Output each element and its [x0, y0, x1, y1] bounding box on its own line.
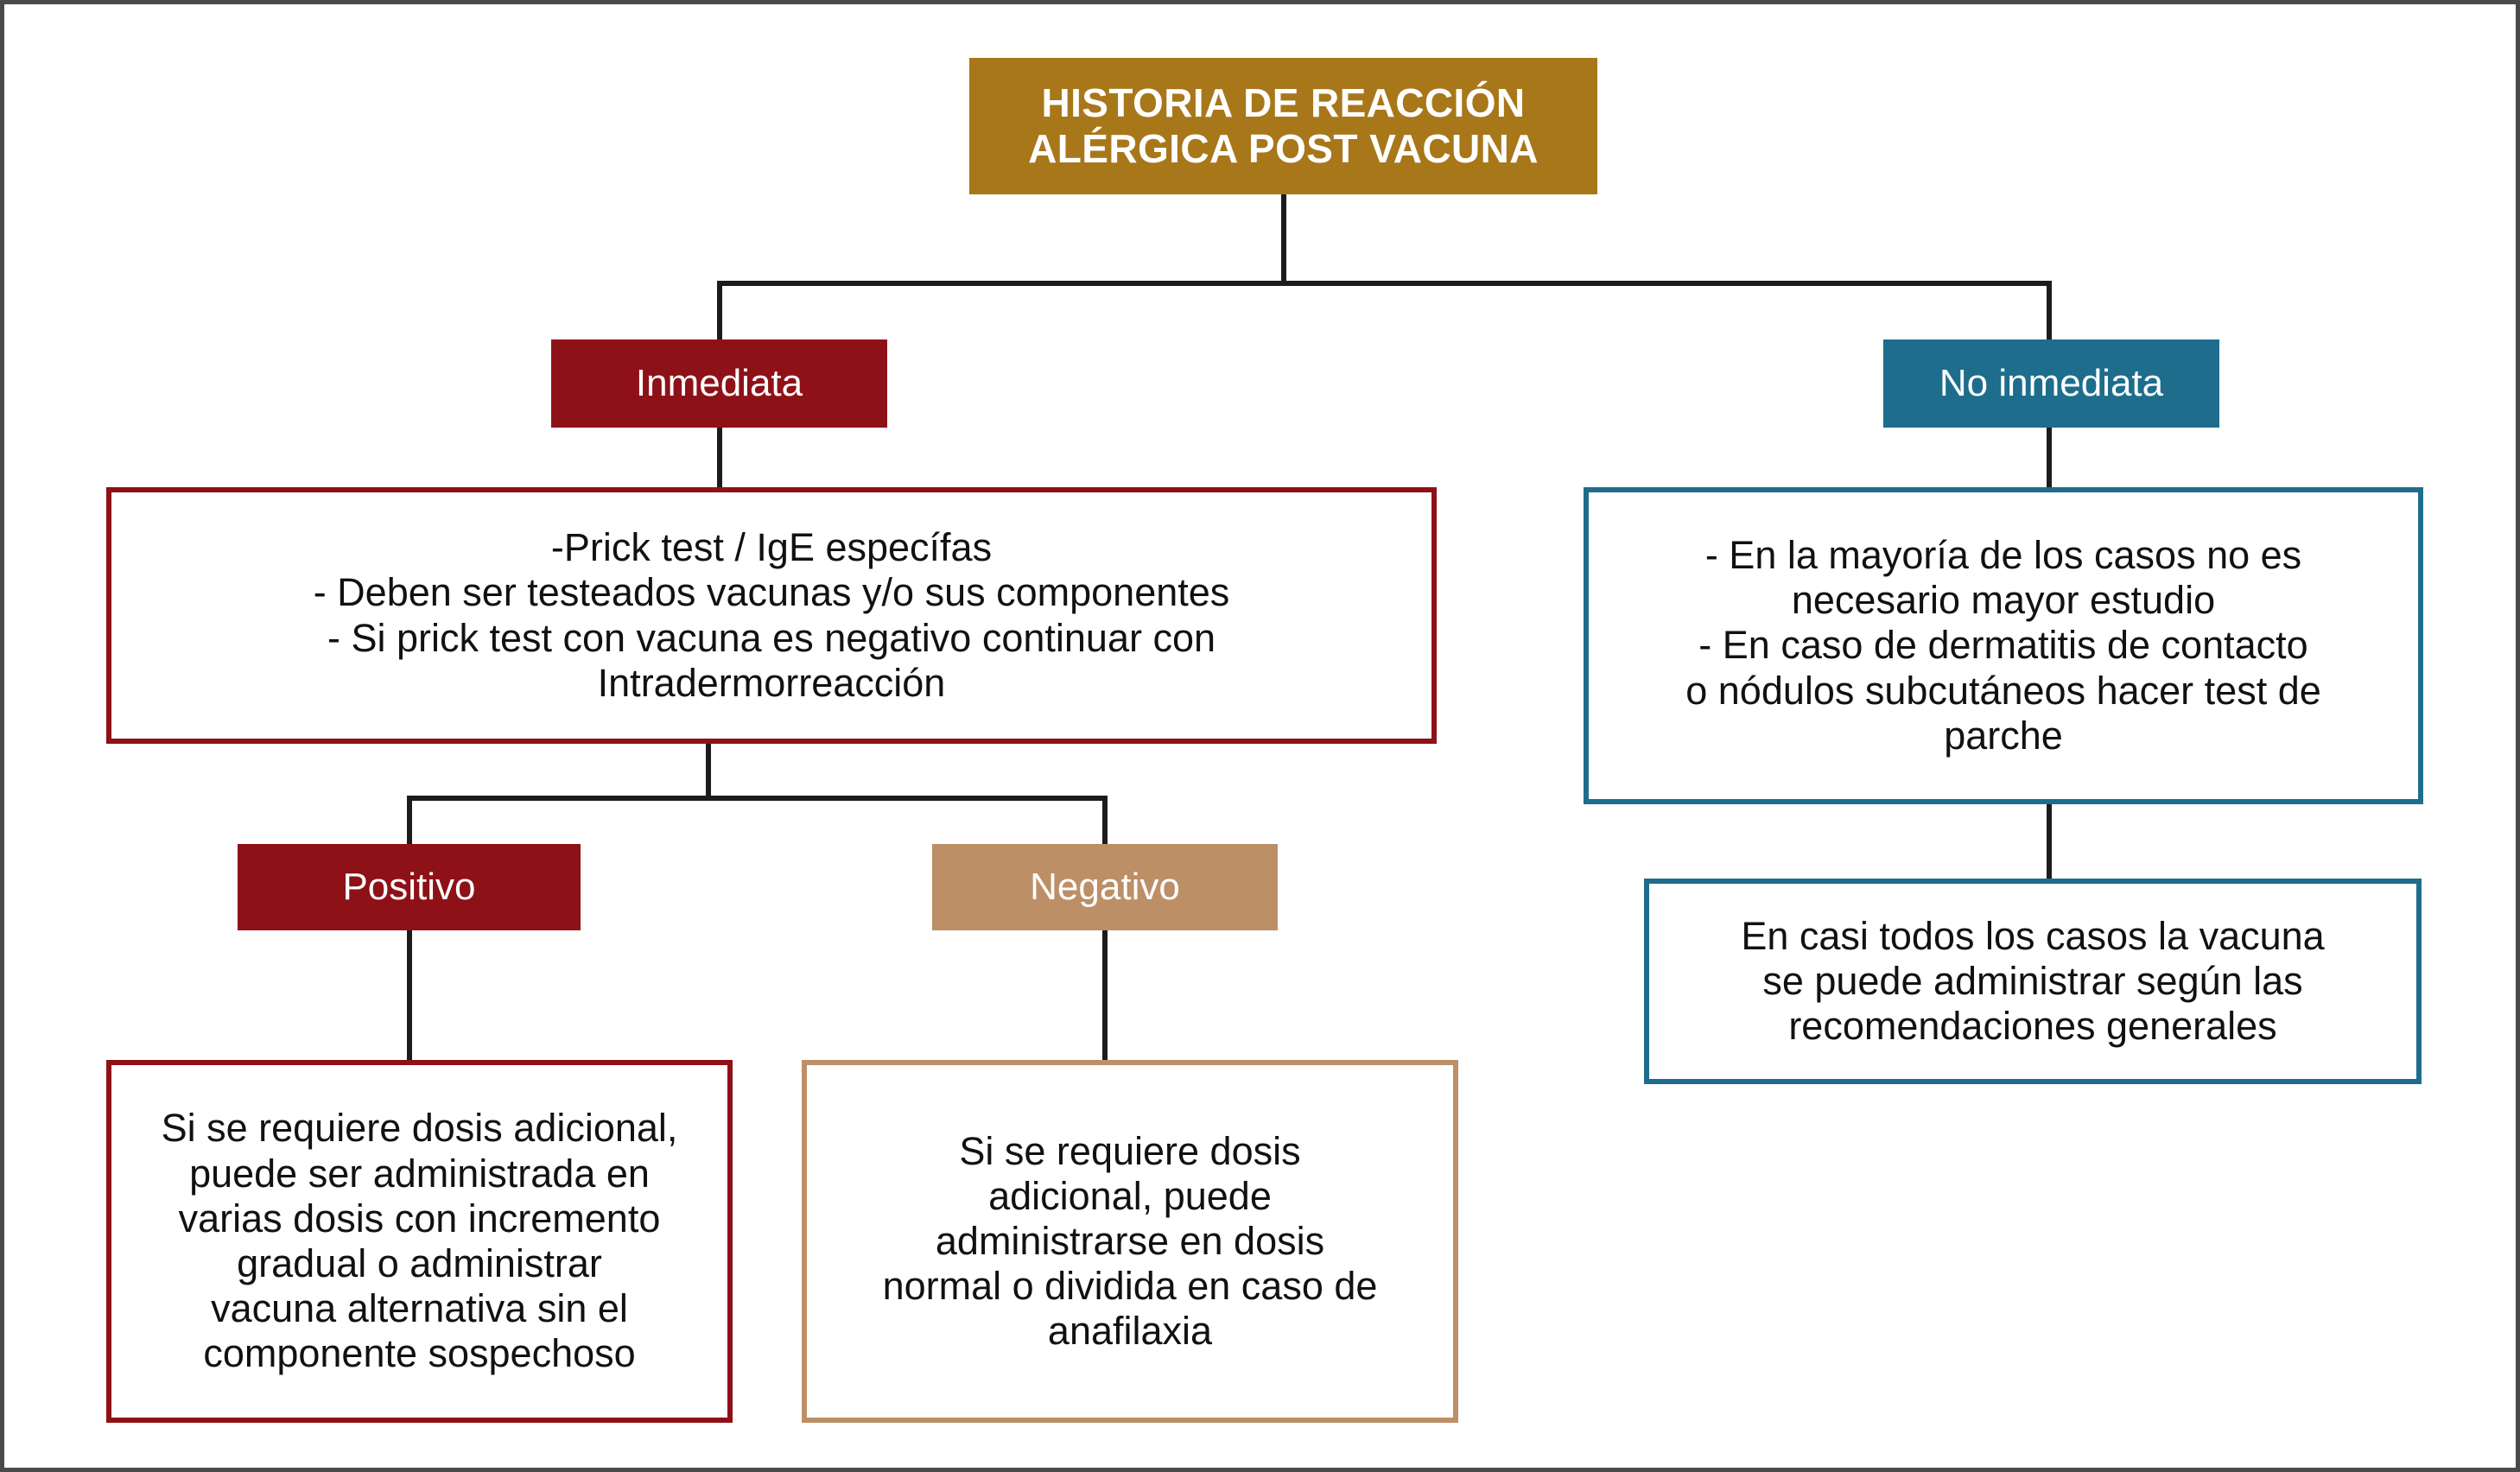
node-inmediata-label: Inmediata	[635, 362, 803, 405]
node-positivo-label: Positivo	[342, 866, 476, 909]
connector-to-positivo	[407, 796, 412, 846]
root-title-line2: ALÉRGICA POST VACUNA	[1028, 126, 1539, 171]
negativo-detail-line2: adicional, puede	[988, 1173, 1272, 1218]
no-inmediata-panel-line5: parche	[1944, 713, 2063, 758]
connector-to-inmediata	[717, 281, 722, 341]
node-inmediata[interactable]: Inmediata	[551, 339, 887, 428]
node-no-inmediata[interactable]: No inmediata	[1883, 339, 2219, 428]
vacuna-general-line1: En casi todos los casos la vacuna	[1741, 913, 2325, 958]
node-root-historia-reaccion[interactable]: HISTORIA DE REACCIÓN ALÉRGICA POST VACUN…	[969, 58, 1597, 194]
prick-panel-line4: Intradermorreacción	[597, 660, 946, 705]
node-negativo-label: Negativo	[1030, 866, 1180, 909]
negativo-detail-line5: anafilaxia	[1047, 1309, 1213, 1354]
connector-negativo-to-detail	[1102, 930, 1108, 1062]
root-title-line1: HISTORIA DE REACCIÓN	[1041, 79, 1526, 125]
connector-to-no-inmediata	[2047, 281, 2052, 341]
node-positivo-detail[interactable]: Si se requiere dosis adicional, puede se…	[106, 1060, 733, 1423]
connector-prick-down	[706, 743, 711, 800]
node-no-inmediata-panel[interactable]: - En la mayoría de los casos no es neces…	[1584, 487, 2423, 804]
positivo-detail-line1: Si se requiere dosis adicional,	[161, 1106, 678, 1151]
connector-root-split	[717, 281, 2052, 286]
connector-root-down	[1281, 194, 1286, 284]
negativo-detail-line1: Si se requiere dosis	[959, 1128, 1301, 1173]
prick-panel-line1: -Prick test / IgE específas	[550, 525, 993, 570]
connector-inmediata-to-prick	[717, 427, 722, 489]
node-positivo[interactable]: Positivo	[238, 844, 581, 930]
no-inmediata-panel-line4: o nódulos subcutáneos hacer test de	[1685, 668, 2321, 713]
connector-to-negativo	[1102, 796, 1108, 846]
node-vacuna-general[interactable]: En casi todos los casos la vacuna se pue…	[1644, 879, 2422, 1084]
prick-panel-line2: - Deben ser testeados vacunas y/o sus co…	[313, 570, 1230, 615]
positivo-detail-line6: componente sospechoso	[203, 1331, 636, 1376]
no-inmediata-panel-line3: - En caso de dermatitis de contacto	[1698, 623, 2308, 668]
connector-panel-to-vacuna-general	[2047, 803, 2052, 880]
connector-prick-split	[407, 796, 1108, 801]
no-inmediata-panel-line1: - En la mayoría de los casos no es	[1704, 533, 2302, 578]
no-inmediata-panel-line2: necesario mayor estudio	[1791, 578, 2216, 623]
positivo-detail-line2: puede ser administrada en	[189, 1151, 650, 1196]
connector-no-inmediata-to-panel	[2047, 427, 2052, 489]
node-negativo[interactable]: Negativo	[932, 844, 1278, 930]
positivo-detail-line4: gradual o administrar	[237, 1241, 602, 1285]
prick-panel-line3: - Si prick test con vacuna es negativo c…	[327, 615, 1216, 660]
vacuna-general-line2: se puede administrar según las	[1762, 958, 2303, 1003]
node-negativo-detail[interactable]: Si se requiere dosis adicional, puede ad…	[802, 1060, 1458, 1423]
node-prick-test-panel[interactable]: -Prick test / IgE específas - Deben ser …	[106, 487, 1437, 744]
vacuna-general-line3: recomendaciones generales	[1788, 1004, 2277, 1049]
positivo-detail-line5: vacuna alternativa sin el	[211, 1286, 628, 1331]
negativo-detail-line3: administrarse en dosis	[935, 1218, 1325, 1263]
negativo-detail-line4: normal o dividida en caso de	[882, 1264, 1378, 1309]
connector-positivo-to-detail	[407, 930, 412, 1062]
node-no-inmediata-label: No inmediata	[1939, 362, 2164, 405]
positivo-detail-line3: varias dosis con incremento	[178, 1196, 661, 1240]
